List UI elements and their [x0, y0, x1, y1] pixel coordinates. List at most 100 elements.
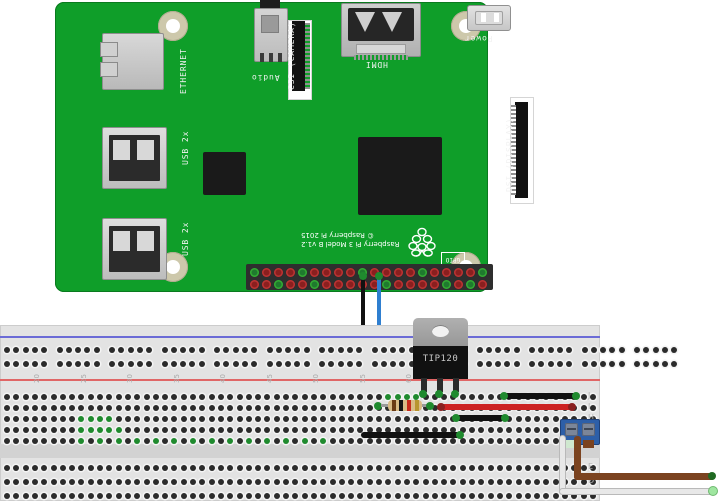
breadboard-hole[interactable] [329, 416, 336, 422]
power-rail-hole[interactable] [198, 361, 205, 367]
breadboard-hole[interactable] [115, 479, 122, 485]
breadboard-hole[interactable] [264, 493, 271, 499]
breadboard-hole[interactable] [22, 465, 29, 471]
power-rail-hole[interactable] [180, 361, 187, 367]
breadboard-hole[interactable] [534, 479, 541, 485]
breadboard-hole[interactable] [459, 465, 466, 471]
breadboard-hole[interactable] [171, 427, 178, 433]
breadboard-hole[interactable] [227, 394, 234, 400]
power-rail-hole[interactable] [41, 361, 48, 367]
gpio-pin[interactable] [250, 268, 259, 277]
breadboard-hole[interactable] [441, 465, 448, 471]
breadboard-hole[interactable] [106, 493, 113, 499]
power-rail-hole[interactable] [538, 347, 545, 353]
power-rail-hole[interactable] [118, 347, 125, 353]
gpio-pin[interactable] [286, 280, 295, 289]
breadboard-hole[interactable] [320, 405, 327, 411]
breadboard-hole[interactable] [236, 416, 243, 422]
breadboard-hole[interactable] [134, 438, 141, 444]
breadboard-hole[interactable] [431, 479, 438, 485]
breadboard-hole[interactable] [106, 438, 113, 444]
breadboard-hole[interactable] [329, 427, 336, 433]
power-rail-hole[interactable] [170, 361, 177, 367]
gpio-pin[interactable] [274, 280, 283, 289]
power-rail-hole[interactable] [590, 361, 597, 367]
breadboard-hole[interactable] [134, 479, 141, 485]
breadboard-hole[interactable] [41, 493, 48, 499]
breadboard-hole[interactable] [115, 416, 122, 422]
breadboard-hole[interactable] [478, 427, 485, 433]
breadboard-hole[interactable] [208, 416, 215, 422]
breadboard-hole[interactable] [162, 438, 169, 444]
breadboard-hole[interactable] [245, 465, 252, 471]
breadboard-hole[interactable] [487, 493, 494, 499]
breadboard-hole[interactable] [338, 405, 345, 411]
gpio-pin[interactable] [346, 268, 355, 277]
breadboard-hole[interactable] [310, 416, 317, 422]
breadboard-hole[interactable] [152, 427, 159, 433]
breadboard-hole[interactable] [134, 405, 141, 411]
power-rail-hole[interactable] [251, 347, 258, 353]
breadboard-hole[interactable] [13, 405, 20, 411]
breadboard-hole[interactable] [171, 465, 178, 471]
power-rail-hole[interactable] [556, 347, 563, 353]
breadboard-hole[interactable] [41, 405, 48, 411]
power-rail-hole[interactable] [294, 361, 301, 367]
power-rail-hole[interactable] [4, 347, 10, 353]
power-rail-hole[interactable] [618, 361, 625, 367]
breadboard-hole[interactable] [22, 438, 29, 444]
breadboard-hole[interactable] [115, 465, 122, 471]
breadboard-hole[interactable] [264, 394, 271, 400]
breadboard-hole[interactable] [59, 479, 66, 485]
breadboard-hole[interactable] [301, 427, 308, 433]
breadboard-hole[interactable] [338, 438, 345, 444]
power-rail-hole[interactable] [232, 361, 239, 367]
breadboard-hole[interactable] [227, 416, 234, 422]
power-rail-hole[interactable] [241, 347, 248, 353]
breadboard-hole[interactable] [394, 479, 401, 485]
breadboard-hole[interactable] [59, 438, 66, 444]
breadboard-hole[interactable] [115, 427, 122, 433]
breadboard-hole[interactable] [283, 394, 289, 400]
breadboard-hole[interactable] [69, 427, 76, 433]
breadboard-hole[interactable] [450, 493, 457, 499]
breadboard-hole[interactable] [543, 465, 550, 471]
breadboard-hole[interactable] [431, 493, 438, 499]
breadboard-hole[interactable] [124, 465, 131, 471]
power-rail-hole[interactable] [529, 347, 535, 353]
power-rail-hole[interactable] [214, 347, 220, 353]
breadboard-hole[interactable] [376, 427, 382, 433]
breadboard-hole[interactable] [394, 427, 401, 433]
breadboard-hole[interactable] [134, 394, 141, 400]
power-rail-hole[interactable] [328, 361, 335, 367]
breadboard-hole[interactable] [171, 438, 178, 444]
breadboard-hole[interactable] [589, 479, 596, 485]
breadboard-hole[interactable] [208, 394, 215, 400]
breadboard-hole[interactable] [78, 493, 85, 499]
power-rail-hole[interactable] [294, 347, 301, 353]
breadboard-hole[interactable] [422, 427, 429, 433]
breadboard-hole[interactable] [227, 465, 234, 471]
breadboard-hole[interactable] [366, 427, 373, 433]
gpio-pin[interactable] [442, 280, 451, 289]
breadboard-hole[interactable] [199, 479, 206, 485]
breadboard-hole[interactable] [552, 493, 559, 499]
breadboard-hole[interactable] [97, 416, 103, 422]
breadboard-hole[interactable] [69, 438, 76, 444]
breadboard-hole[interactable] [450, 427, 457, 433]
breadboard-hole[interactable] [589, 405, 596, 411]
breadboard-hole[interactable] [329, 493, 336, 499]
jumper-red[interactable] [440, 404, 572, 410]
breadboard-hole[interactable] [227, 479, 234, 485]
power-rail-hole[interactable] [547, 361, 554, 367]
breadboard-hole[interactable] [357, 394, 364, 400]
breadboard-hole[interactable] [487, 479, 494, 485]
breadboard-hole[interactable] [31, 394, 38, 400]
breadboard-hole[interactable] [97, 438, 103, 444]
breadboard-hole[interactable] [469, 394, 475, 400]
breadboard-hole[interactable] [245, 394, 252, 400]
breadboard-hole[interactable] [245, 416, 252, 422]
breadboard-hole[interactable] [50, 427, 57, 433]
power-rail-hole[interactable] [223, 361, 230, 367]
breadboard-hole[interactable] [348, 394, 355, 400]
